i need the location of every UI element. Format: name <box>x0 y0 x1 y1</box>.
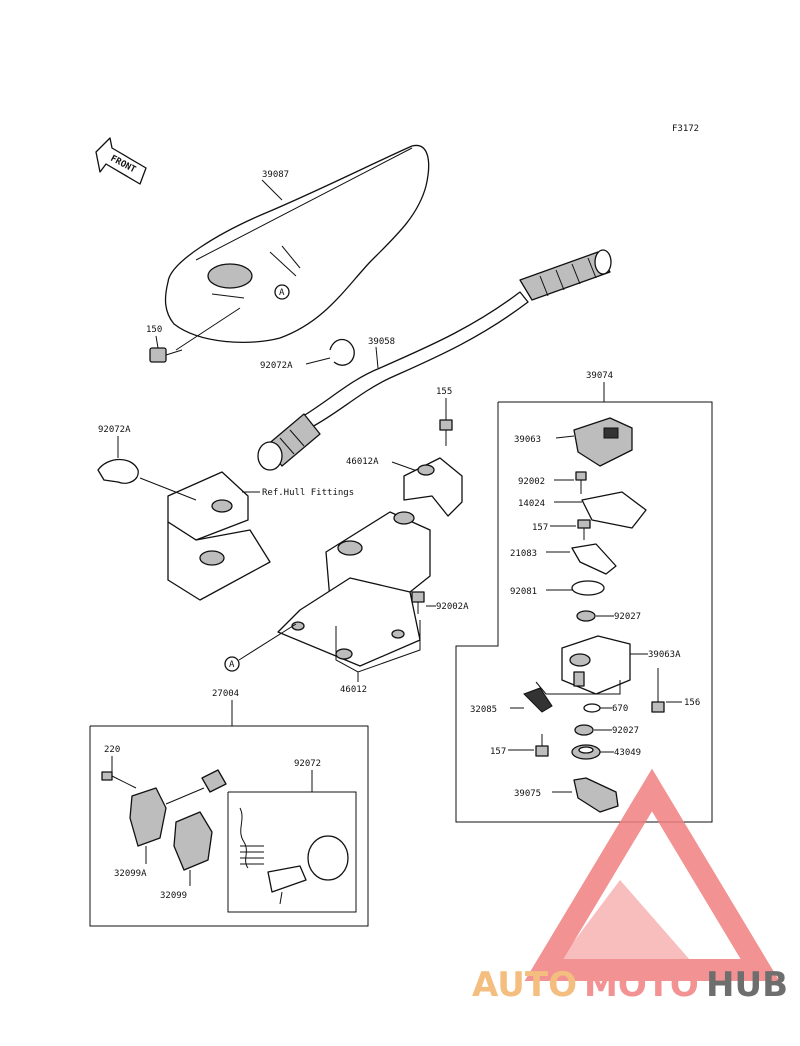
bolt-156 <box>651 668 665 713</box>
watermark-auto: AUTO <box>472 965 577 1005</box>
leader-150 <box>155 335 159 349</box>
bolt-92002a <box>411 591 425 614</box>
front-arrow-icon: FRONT <box>95 137 147 185</box>
label-92072a-left: 92072A <box>98 425 131 435</box>
washer-92027-lower <box>574 724 594 736</box>
marker-a-cover-label: A <box>279 288 285 298</box>
throttle-assembly-box <box>455 401 713 823</box>
label-92072a-upper: 92072A <box>260 361 293 371</box>
label-39058: 39058 <box>368 337 395 347</box>
label-32099: 32099 <box>160 891 187 901</box>
bolt-150 <box>149 307 241 363</box>
switch-connector <box>165 769 227 805</box>
watermark: AUTO MOTO HUB <box>472 768 788 1005</box>
leader-92072a-upper <box>305 357 331 365</box>
handlebar-cover <box>164 144 430 344</box>
watermark-hub: HUB <box>706 965 788 1005</box>
screw-157-lower <box>535 734 549 757</box>
watermark-moto: MOTO <box>584 965 699 1005</box>
label-21083: 21083 <box>510 549 537 559</box>
band-92072 <box>239 807 349 905</box>
watermark-logo-icon <box>524 768 780 981</box>
marker-a-holder <box>224 656 240 672</box>
plate-14024 <box>581 491 647 529</box>
marker-a-cover <box>274 284 290 300</box>
washer-92027-upper <box>576 610 596 622</box>
label-220: 220 <box>104 745 120 755</box>
label-46012a: 46012A <box>346 457 379 467</box>
switch-32099 <box>173 811 213 871</box>
label-39063a: 39063A <box>648 650 681 660</box>
label-46012: 46012 <box>340 685 367 695</box>
band-92072a-left <box>97 458 139 484</box>
leader-marker-a-holder <box>238 623 297 661</box>
label-157-upper: 157 <box>532 523 548 533</box>
band-92072-box <box>227 791 357 913</box>
throttle-case <box>561 635 631 695</box>
leader-case-bracket <box>535 680 621 695</box>
bolt-155 <box>439 419 453 446</box>
screw-92002 <box>575 471 587 494</box>
label-14024: 14024 <box>518 499 545 509</box>
switch-assembly-box <box>89 725 369 927</box>
label-92081: 92081 <box>510 587 537 597</box>
switch-32099a <box>129 787 167 847</box>
figure-code: F3172 <box>672 124 699 134</box>
seal-43049 <box>571 744 601 760</box>
label-670: 670 <box>612 704 628 714</box>
label-156: 156 <box>684 698 700 708</box>
lever-39075 <box>573 777 619 813</box>
spring-92081 <box>571 580 605 596</box>
screw-220 <box>101 771 137 789</box>
holder-cap <box>403 457 463 517</box>
label-39063: 39063 <box>514 435 541 445</box>
screw-157-upper <box>577 519 591 540</box>
leader-bracket <box>139 477 197 501</box>
leader-39058 <box>375 346 379 369</box>
band-92072a-upper <box>329 338 355 366</box>
ring-670 <box>583 703 601 713</box>
label-150: 150 <box>146 325 162 335</box>
label-155: 155 <box>436 387 452 397</box>
marker-a-holder-label: A <box>229 660 235 670</box>
label-92072: 92072 <box>294 759 321 769</box>
throttle-cover <box>573 417 633 467</box>
ref-hull-note: Ref.Hull Fittings <box>262 488 354 498</box>
leader-39063 <box>555 435 575 439</box>
label-92002: 92002 <box>518 477 545 487</box>
label-43049: 43049 <box>614 748 641 758</box>
label-32099a: 32099A <box>114 869 147 879</box>
switch-32085 <box>523 687 553 713</box>
handlebar-holder <box>277 511 431 667</box>
handlebar <box>257 249 612 471</box>
label-92027-upper: 92027 <box>614 612 641 622</box>
lever-21083 <box>571 543 617 575</box>
label-39074: 39074 <box>586 371 613 381</box>
leader-39087 <box>261 179 283 201</box>
label-39075: 39075 <box>514 789 541 799</box>
label-32085: 32085 <box>470 705 497 715</box>
hull-bracket <box>167 471 271 601</box>
label-27004: 27004 <box>212 689 239 699</box>
label-92027-lower: 92027 <box>612 726 639 736</box>
label-92002a: 92002A <box>436 602 469 612</box>
label-157-lower: 157 <box>490 747 506 757</box>
label-39087: 39087 <box>262 170 289 180</box>
